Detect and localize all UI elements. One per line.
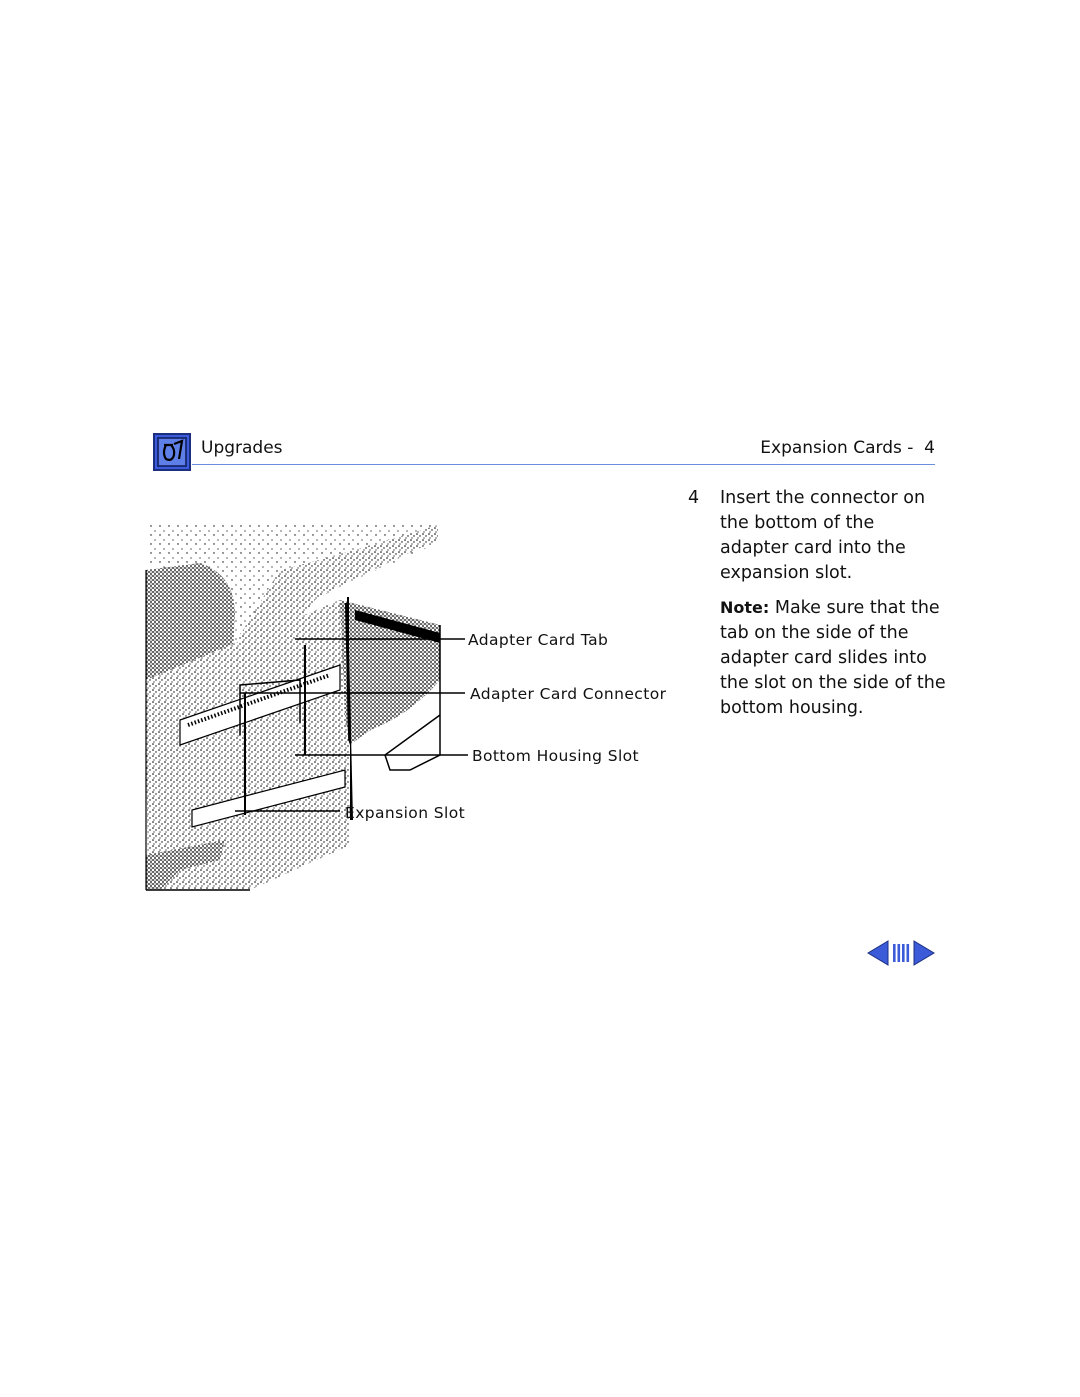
page-header: Upgrades Expansion Cards - 4 [152,432,935,471]
note-block: Note: Make sure that the tab on the side… [720,595,950,721]
page-index-icon[interactable] [891,939,911,967]
next-page-arrow-icon[interactable] [912,939,936,967]
step-text: Insert the connector on the bottom of th… [720,488,926,583]
page-reference: Expansion Cards - 4 [760,438,935,458]
section-title: Upgrades [201,438,283,458]
note-label: Note: [720,598,770,617]
header-rule [192,464,935,465]
illustration-figure: Adapter Card Tab Adapter Card Connector … [140,515,670,900]
callout-adapter-card-connector: Adapter Card Connector [470,685,667,703]
page-navigation [866,939,936,967]
step-number: 4 [688,488,700,508]
callout-bottom-housing-slot: Bottom Housing Slot [472,747,640,765]
note-text: Make sure that the tab on the side of th… [720,598,946,718]
callout-expansion-slot: Expansion Slot [345,804,466,822]
previous-page-arrow-icon[interactable] [866,939,890,967]
hand-inserting-adapter-card-illustration [145,523,468,891]
upgrades-chip-icon [153,433,191,471]
callout-adapter-card-tab: Adapter Card Tab [468,631,609,649]
